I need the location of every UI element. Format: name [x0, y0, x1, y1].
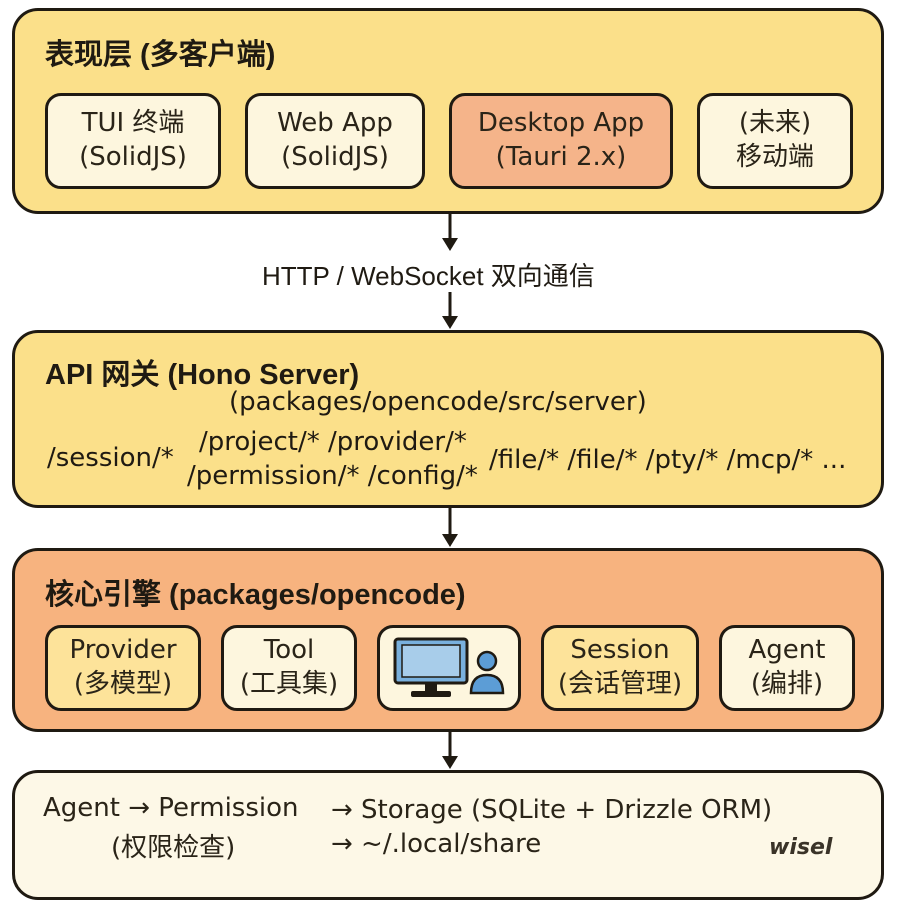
computer-user-icon — [393, 637, 505, 697]
presentation-layer: 表现层 (多客户端) TUI 终端 (SolidJS) Web App (Sol… — [12, 8, 884, 214]
storage-text: → Storage (SQLite + Drizzle ORM) — [331, 795, 773, 825]
tool-module-name: Tool — [263, 635, 315, 666]
provider-module-name: Provider — [69, 635, 177, 666]
route-permission-config: /permission/* /config/* — [187, 461, 478, 491]
tui-client-name: TUI 终端 — [81, 108, 185, 139]
core-engine-title: 核心引擎 (packages/opencode) — [45, 579, 466, 611]
core-engine-layer: 核心引擎 (packages/opencode) Provider (多模型) … — [12, 548, 884, 732]
local-share-text: → ~/.local/share — [331, 829, 542, 859]
arrow-down-icon — [442, 292, 458, 329]
agent-module-name: Agent — [748, 635, 826, 666]
computer-user-icon-box — [377, 625, 521, 711]
mobile-client-name: 移动端 — [735, 142, 814, 172]
presentation-layer-title: 表现层 (多客户端) — [45, 39, 276, 71]
session-module-desc: (会话管理) — [557, 669, 683, 699]
session-module-box: Session (会话管理) — [541, 625, 699, 711]
mobile-client-box: (未来) 移动端 — [697, 93, 853, 189]
web-app-tech: (SolidJS) — [281, 142, 389, 172]
route-project-provider: /project/* /provider/* — [199, 427, 467, 457]
tui-client-tech: (SolidJS) — [79, 142, 187, 172]
api-gateway-layer: API 网关 (Hono Server) (packages/opencode/… — [12, 330, 884, 508]
desktop-app-box: Desktop App (Tauri 2.x) — [449, 93, 673, 189]
tui-client-box: TUI 终端 (SolidJS) — [45, 93, 221, 189]
watermark-text: wisel — [769, 835, 833, 860]
web-app-box: Web App (SolidJS) — [245, 93, 425, 189]
permission-storage-layer: Agent → Permission (权限检查) → Storage (SQL… — [12, 770, 884, 900]
agent-permission-text: Agent → Permission — [43, 793, 299, 823]
route-file-pty-mcp: /file/* /file/* /pty/* /mcp/* ... — [489, 445, 847, 475]
provider-module-box: Provider (多模型) — [45, 625, 201, 711]
tool-module-desc: (工具集) — [239, 669, 339, 699]
permission-check-text: (权限检查) — [111, 833, 236, 863]
api-gateway-path: (packages/opencode/src/server) — [229, 387, 647, 417]
session-module-name: Session — [570, 635, 670, 666]
api-gateway-title: API 网关 (Hono Server) — [45, 359, 360, 391]
arrow-down-icon — [442, 732, 458, 769]
mobile-client-note: (未来) — [738, 108, 812, 139]
transport-label: HTTP / WebSocket 双向通信 — [262, 261, 595, 291]
route-session: /session/* — [47, 443, 174, 473]
agent-module-desc: (编排) — [750, 669, 824, 699]
web-app-name: Web App — [277, 108, 393, 139]
arrow-down-icon — [442, 214, 458, 251]
desktop-app-tech: (Tauri 2.x) — [495, 142, 627, 172]
arrow-down-icon — [442, 508, 458, 547]
desktop-app-name: Desktop App — [477, 108, 645, 139]
agent-module-box: Agent (编排) — [719, 625, 855, 711]
tool-module-box: Tool (工具集) — [221, 625, 357, 711]
provider-module-desc: (多模型) — [73, 669, 173, 699]
